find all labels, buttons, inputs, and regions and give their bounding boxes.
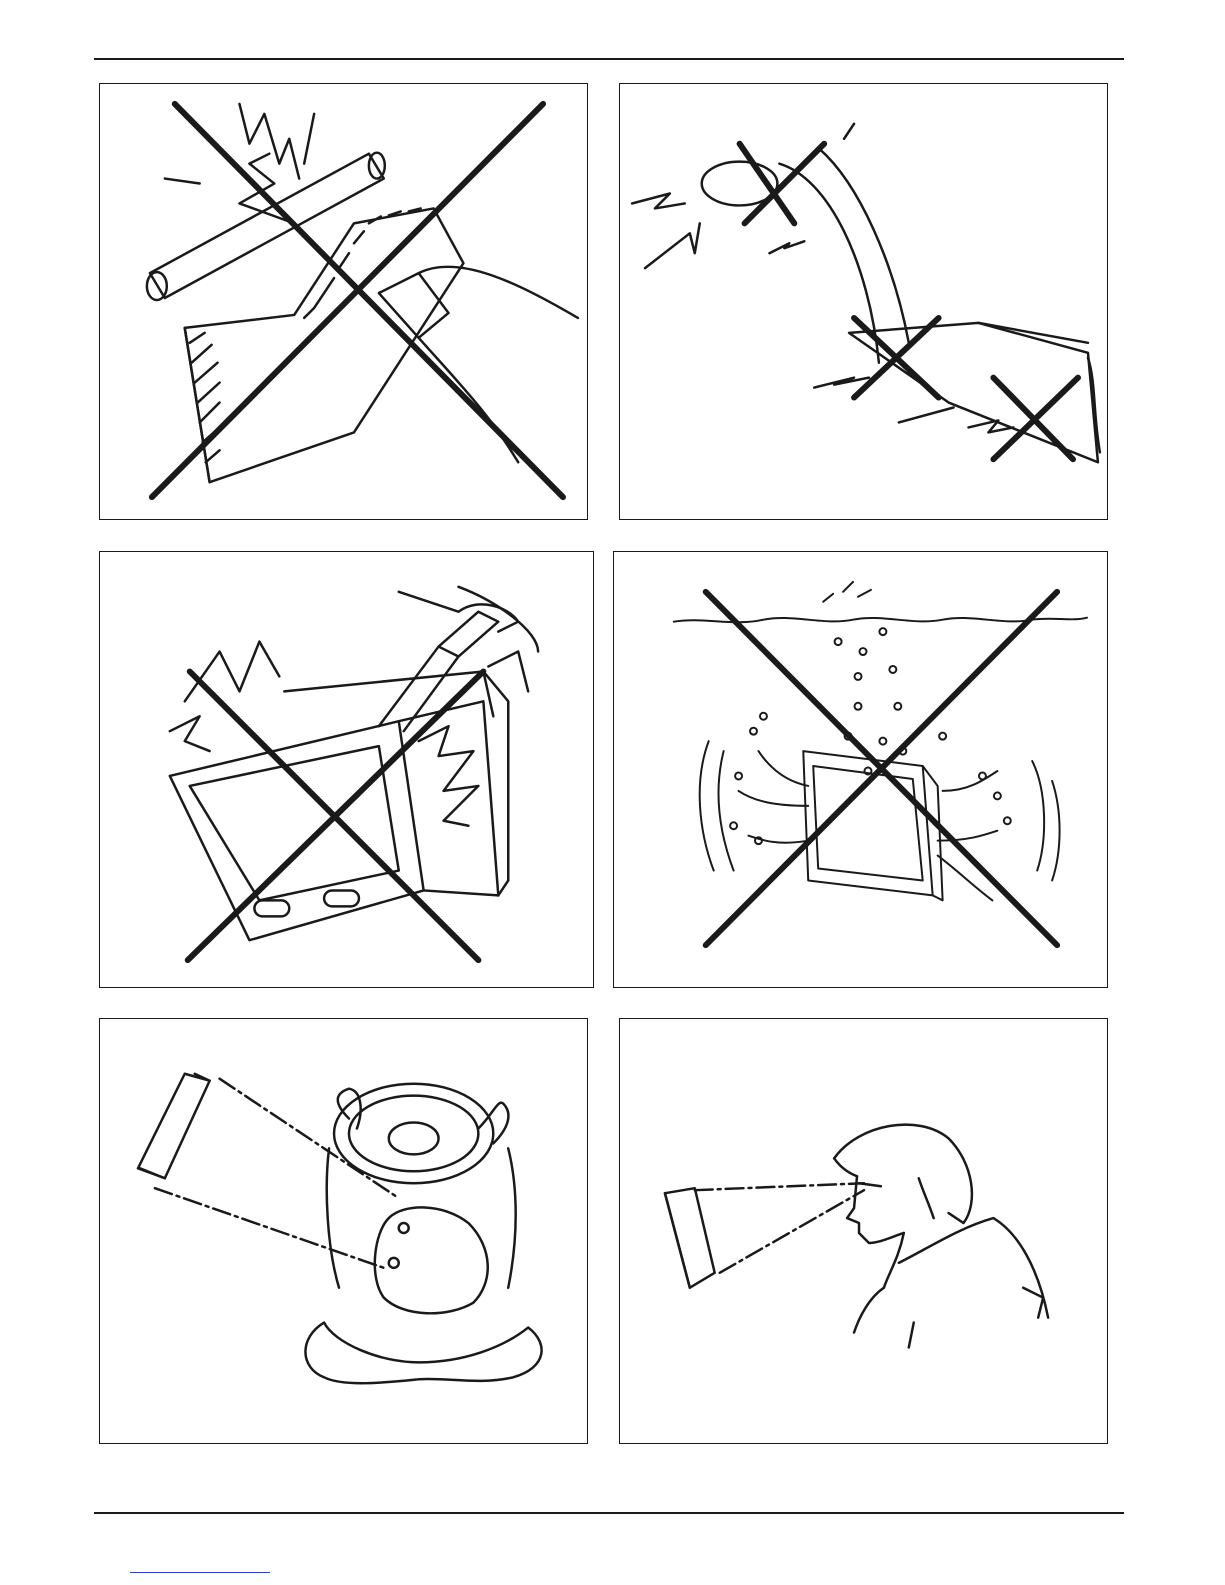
header-rule xyxy=(94,58,1124,60)
driver-viewing-illustration xyxy=(100,1019,587,1443)
footer-rule xyxy=(94,1512,1124,1514)
submersion-illustration xyxy=(614,552,1107,987)
panel-no-cable-damage xyxy=(619,83,1108,520)
footer-link-underline[interactable] xyxy=(130,1572,270,1573)
panel-no-opening-housing xyxy=(99,551,594,988)
prohibition-cross xyxy=(706,592,1057,945)
cable-damage-illustration xyxy=(620,84,1107,519)
panel-driver-viewing-angle xyxy=(99,1018,588,1444)
open-housing-illustration xyxy=(100,552,593,987)
eye-level-viewing-illustration xyxy=(620,1019,1107,1443)
welding-illustration xyxy=(100,84,587,519)
prohibition-cross-small xyxy=(740,144,1078,460)
panel-no-welding xyxy=(99,83,588,520)
panel-no-water xyxy=(613,551,1108,988)
prohibition-cross xyxy=(152,104,563,497)
panel-eye-level-viewing xyxy=(619,1018,1108,1444)
